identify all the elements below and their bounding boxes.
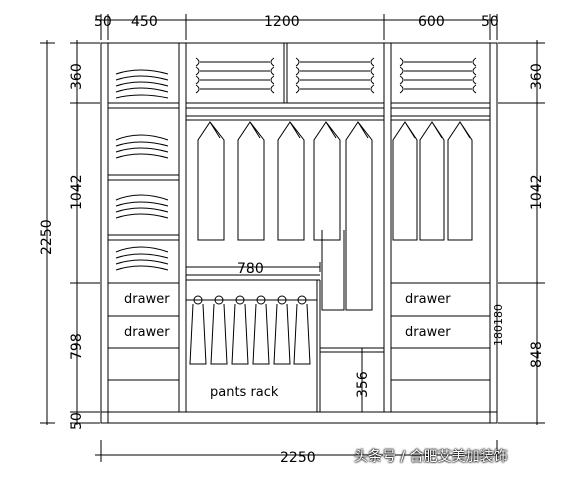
hanging-coats-icon (197, 121, 373, 311)
wardrobe-outline (100, 42, 498, 424)
dim-top-4: 50 (481, 14, 499, 30)
dim-bottom: 2250 (280, 450, 316, 466)
dim-left-1: 1042 (69, 174, 85, 210)
drawer-label-right-1: drawer (405, 292, 451, 307)
dim-inner-height: 356 (355, 371, 371, 398)
dim-right-small: 180180 (492, 304, 505, 346)
dim-left-2: 798 (69, 333, 85, 360)
dim-top-3: 600 (418, 14, 445, 30)
dim-top-1: 450 (131, 14, 158, 30)
dim-inner-width: 780 (237, 261, 264, 277)
drawer-label-left-1: drawer (124, 292, 170, 307)
dim-right-2: 848 (529, 341, 545, 368)
folded-clothes-icon (115, 69, 169, 271)
pants-hangers-icon (189, 295, 311, 365)
dim-top-0: 50 (94, 14, 112, 30)
dim-right-1: 1042 (529, 174, 545, 210)
dim-left-3: 50 (69, 412, 85, 430)
hanging-coats-right-icon (392, 121, 473, 241)
dim-left-total: 2250 (39, 219, 55, 255)
folded-towels-icon (195, 57, 477, 94)
drawer-label-left-2: drawer (124, 325, 170, 340)
watermark: 头条号 / 合肥艾美加装饰 (354, 449, 508, 465)
dim-right-0: 360 (529, 63, 545, 90)
pants-rack-label: pants rack (210, 385, 279, 400)
dim-left-0: 360 (69, 63, 85, 90)
drawer-label-right-2: drawer (405, 325, 451, 340)
dim-top-2: 1200 (264, 14, 300, 30)
